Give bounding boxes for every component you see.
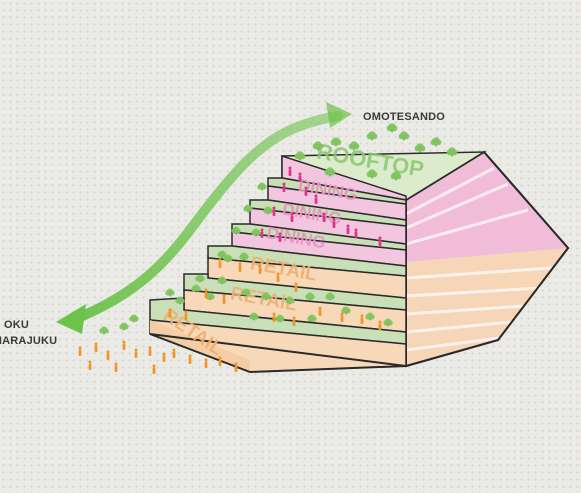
- tree: [99, 326, 109, 335]
- tree: [312, 141, 324, 151]
- tree: [414, 143, 426, 153]
- person: [288, 166, 292, 176]
- person: [272, 312, 276, 322]
- person: [360, 314, 364, 324]
- person: [184, 310, 188, 320]
- person: [378, 320, 382, 330]
- place-label-oku: OKU: [4, 319, 30, 331]
- person: [94, 342, 98, 352]
- person: [304, 186, 308, 196]
- person: [188, 354, 192, 364]
- tree: [263, 206, 273, 215]
- tree: [175, 296, 185, 305]
- tree: [217, 276, 227, 285]
- person: [294, 282, 298, 292]
- person: [332, 218, 336, 228]
- person: [238, 262, 242, 272]
- person: [106, 350, 110, 360]
- tree: [348, 141, 360, 151]
- person: [290, 212, 294, 222]
- tree: [325, 292, 335, 301]
- person: [234, 362, 238, 372]
- person: [204, 358, 208, 368]
- person: [354, 228, 358, 238]
- person: [292, 316, 296, 326]
- person: [322, 212, 326, 222]
- tree: [165, 288, 175, 297]
- person: [340, 312, 344, 322]
- tree: [129, 314, 139, 323]
- tree: [341, 306, 351, 315]
- person: [88, 360, 92, 370]
- person: [122, 340, 126, 350]
- tree: [446, 147, 458, 157]
- tier-rooftop: [281, 151, 487, 201]
- tree: [366, 169, 378, 179]
- tree: [398, 131, 410, 141]
- tree: [195, 274, 205, 283]
- person: [134, 348, 138, 358]
- trees: [99, 123, 458, 335]
- person: [318, 306, 322, 316]
- person: [168, 308, 172, 318]
- person: [152, 364, 156, 374]
- person: [272, 206, 276, 216]
- tree: [307, 314, 317, 323]
- person: [260, 228, 264, 238]
- tree: [430, 137, 442, 147]
- tree: [324, 167, 336, 177]
- tree: [386, 123, 398, 133]
- tree: [383, 318, 393, 327]
- tree: [243, 204, 253, 213]
- person: [314, 194, 318, 204]
- person: [378, 236, 382, 246]
- tree: [261, 292, 271, 301]
- people: [78, 166, 382, 374]
- place-label-omotesando: OMOTESANDO: [363, 111, 446, 123]
- tree: [390, 171, 402, 181]
- place-label-harajuku: HARAJUKU: [0, 335, 58, 347]
- person: [222, 294, 226, 304]
- tree: [239, 252, 249, 261]
- person: [114, 362, 118, 372]
- tree: [365, 312, 375, 321]
- tier-dining-middle: [249, 199, 407, 245]
- person: [218, 356, 222, 366]
- person: [172, 348, 176, 358]
- person: [78, 346, 82, 356]
- person: [218, 258, 222, 268]
- tree: [191, 284, 201, 293]
- person: [282, 182, 286, 192]
- person: [204, 288, 208, 298]
- tree: [249, 312, 259, 321]
- person: [162, 352, 166, 362]
- tree: [305, 292, 315, 301]
- person: [346, 224, 350, 234]
- tree: [223, 254, 233, 263]
- tree: [257, 182, 267, 191]
- tree: [251, 228, 261, 237]
- tree: [366, 131, 378, 141]
- tree: [275, 314, 285, 323]
- tree: [285, 296, 295, 305]
- tree: [231, 226, 241, 235]
- tree: [241, 288, 251, 297]
- person: [278, 232, 282, 242]
- tree: [119, 322, 129, 331]
- person: [276, 272, 280, 282]
- person: [148, 346, 152, 356]
- tree: [294, 151, 306, 161]
- person: [258, 264, 262, 274]
- pedestrian-flow-arrow: [56, 102, 352, 334]
- person: [298, 172, 302, 182]
- tree: [330, 137, 342, 147]
